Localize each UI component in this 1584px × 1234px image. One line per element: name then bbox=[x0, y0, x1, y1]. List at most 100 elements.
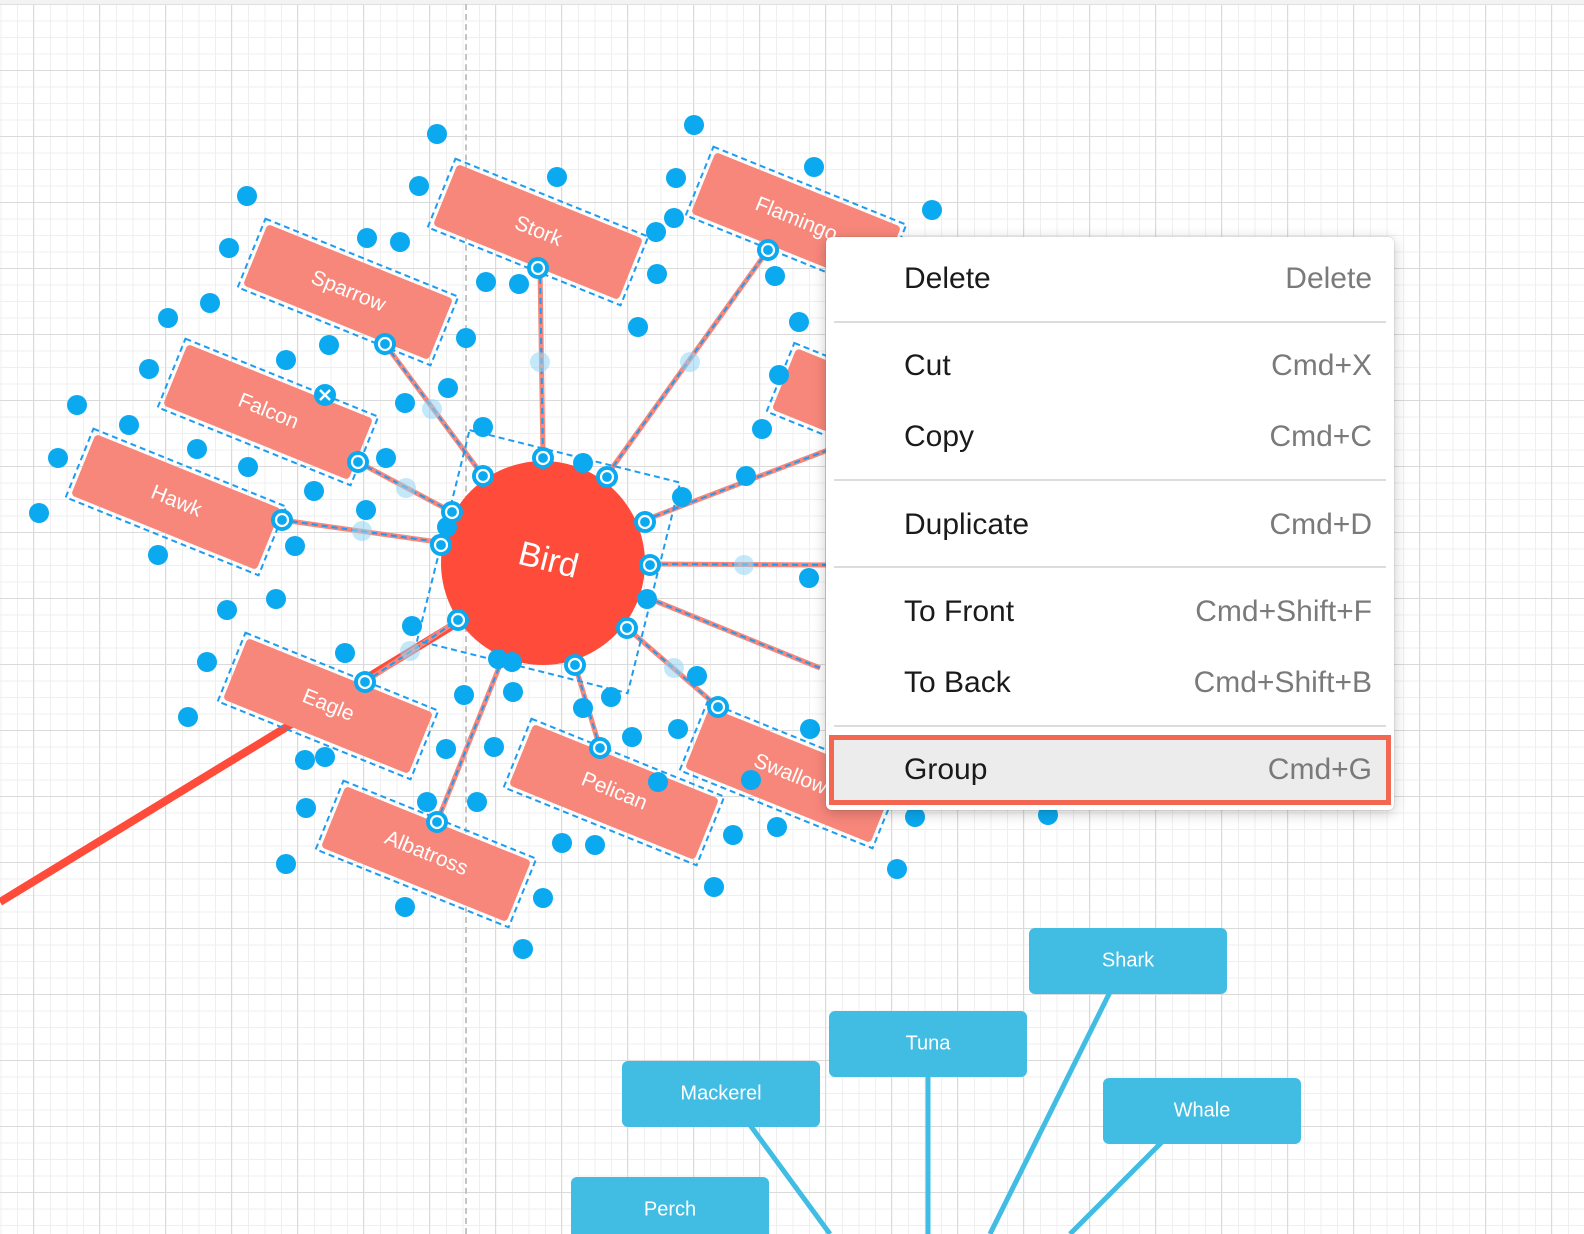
connection-handle[interactable] bbox=[616, 617, 638, 639]
connection-handle[interactable] bbox=[430, 534, 452, 556]
resize-handle[interactable] bbox=[29, 503, 49, 523]
bird-center-node[interactable] bbox=[441, 461, 645, 665]
resize-handle[interactable] bbox=[48, 448, 68, 468]
resize-handle[interactable] bbox=[352, 521, 372, 541]
connection-handle[interactable] bbox=[639, 554, 661, 576]
resize-handle[interactable] bbox=[436, 739, 456, 759]
resize-handle[interactable] bbox=[601, 687, 621, 707]
connection-handle[interactable] bbox=[271, 509, 293, 531]
resize-handle[interactable] bbox=[438, 378, 458, 398]
connection-handle[interactable] bbox=[589, 737, 611, 759]
resize-handle[interactable] bbox=[335, 643, 355, 663]
resize-handle[interactable] bbox=[647, 264, 667, 284]
resize-handle[interactable] bbox=[704, 877, 724, 897]
resize-handle[interactable] bbox=[238, 457, 258, 477]
resize-handle[interactable] bbox=[513, 939, 533, 959]
resize-handle[interactable] bbox=[503, 682, 523, 702]
bird-node[interactable]: Falcon bbox=[156, 337, 380, 487]
connection-handle[interactable] bbox=[472, 465, 494, 487]
resize-handle[interactable] bbox=[67, 395, 87, 415]
close-icon[interactable] bbox=[314, 384, 336, 406]
resize-handle[interactable] bbox=[319, 335, 339, 355]
fish-node[interactable]: Mackerel bbox=[622, 1061, 820, 1127]
resize-handle[interactable] bbox=[741, 770, 761, 790]
resize-handle[interactable] bbox=[769, 365, 789, 385]
resize-handle[interactable] bbox=[454, 685, 474, 705]
resize-handle[interactable] bbox=[628, 317, 648, 337]
connection-handle[interactable] bbox=[441, 501, 463, 523]
resize-handle[interactable] bbox=[119, 415, 139, 435]
resize-handle[interactable] bbox=[158, 308, 178, 328]
resize-handle[interactable] bbox=[402, 616, 422, 636]
connection-handle[interactable] bbox=[757, 239, 779, 261]
resize-handle[interactable] bbox=[637, 589, 657, 609]
resize-handle[interactable] bbox=[473, 417, 493, 437]
resize-handle[interactable] bbox=[187, 439, 207, 459]
resize-handle[interactable] bbox=[804, 157, 824, 177]
menu-item-copy[interactable]: Copy Cmd+C bbox=[834, 408, 1386, 466]
selection-handles[interactable] bbox=[29, 115, 1058, 959]
resize-handle[interactable] bbox=[285, 536, 305, 556]
bird-node[interactable]: Pelican bbox=[502, 717, 726, 867]
connection-handle[interactable] bbox=[596, 466, 618, 488]
resize-handle[interactable] bbox=[376, 448, 396, 468]
resize-handle[interactable] bbox=[296, 798, 316, 818]
fish-node[interactable]: Perch bbox=[571, 1177, 769, 1234]
resize-handle[interactable] bbox=[395, 393, 415, 413]
resize-handle[interactable] bbox=[887, 859, 907, 879]
resize-handle[interactable] bbox=[467, 792, 487, 812]
resize-handle[interactable] bbox=[573, 698, 593, 718]
bird-node[interactable]: Hawk bbox=[64, 427, 288, 577]
connection-handles[interactable] bbox=[271, 239, 779, 833]
connection-handle[interactable] bbox=[527, 257, 549, 279]
connection-handle[interactable] bbox=[447, 609, 469, 631]
resize-handle[interactable] bbox=[905, 807, 925, 827]
resize-handle[interactable] bbox=[276, 350, 296, 370]
resize-handle[interactable] bbox=[668, 719, 688, 739]
connection-handle[interactable] bbox=[707, 696, 729, 718]
resize-handle[interactable] bbox=[315, 747, 335, 767]
bird-node[interactable]: Albatross bbox=[314, 779, 538, 929]
resize-handle[interactable] bbox=[767, 817, 787, 837]
resize-handle[interactable] bbox=[723, 825, 743, 845]
resize-handle[interactable] bbox=[488, 649, 508, 669]
menu-item-delete[interactable]: Delete Delete bbox=[834, 250, 1386, 308]
resize-handle[interactable] bbox=[684, 115, 704, 135]
resize-handle[interactable] bbox=[648, 772, 668, 792]
resize-handle[interactable] bbox=[509, 274, 529, 294]
resize-handle[interactable] bbox=[237, 186, 257, 206]
resize-handle[interactable] bbox=[547, 167, 567, 187]
resize-handle[interactable] bbox=[736, 466, 756, 486]
resize-handle[interactable] bbox=[664, 658, 684, 678]
menu-item-to-front[interactable]: To Front Cmd+Shift+F bbox=[834, 583, 1386, 641]
menu-item-to-back[interactable]: To Back Cmd+Shift+B bbox=[834, 654, 1386, 712]
resize-handle[interactable] bbox=[530, 352, 550, 372]
resize-handle[interactable] bbox=[356, 500, 376, 520]
resize-handle[interactable] bbox=[427, 124, 447, 144]
resize-handle[interactable] bbox=[148, 545, 168, 565]
resize-handle[interactable] bbox=[276, 854, 296, 874]
connection-handle[interactable] bbox=[374, 333, 396, 355]
resize-handle[interactable] bbox=[396, 478, 416, 498]
connection-handle[interactable] bbox=[426, 811, 448, 833]
resize-handle[interactable] bbox=[664, 208, 684, 228]
resize-handle[interactable] bbox=[585, 835, 605, 855]
resize-handle[interactable] bbox=[400, 641, 420, 661]
resize-handle[interactable] bbox=[800, 719, 820, 739]
resize-handle[interactable] bbox=[456, 328, 476, 348]
resize-handle[interactable] bbox=[484, 737, 504, 757]
fish-node[interactable]: Whale bbox=[1103, 1078, 1301, 1144]
resize-handle[interactable] bbox=[734, 555, 754, 575]
resize-handle[interactable] bbox=[219, 238, 239, 258]
connection-handle[interactable] bbox=[347, 451, 369, 473]
resize-handle[interactable] bbox=[533, 888, 553, 908]
resize-handle[interactable] bbox=[395, 897, 415, 917]
menu-item-group[interactable]: Group Cmd+G bbox=[829, 735, 1391, 805]
resize-handle[interactable] bbox=[573, 453, 593, 473]
connection-handle[interactable] bbox=[634, 511, 656, 533]
menu-item-cut[interactable]: Cut Cmd+X bbox=[834, 337, 1386, 395]
resize-handle[interactable] bbox=[476, 272, 496, 292]
resize-handle[interactable] bbox=[197, 652, 217, 672]
resize-handle[interactable] bbox=[409, 176, 429, 196]
